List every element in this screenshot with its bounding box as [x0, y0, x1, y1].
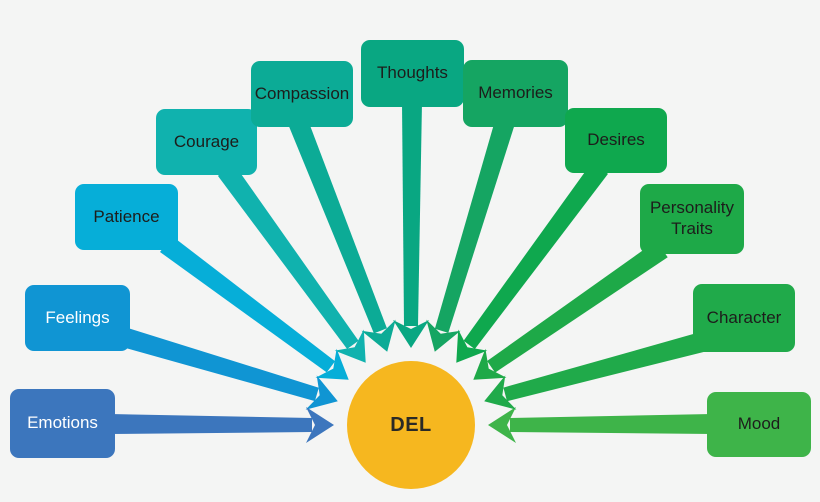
arrow-compassion-shaft — [288, 118, 387, 334]
arrow-compassion-head — [361, 319, 396, 352]
arrow-character-shaft — [503, 332, 705, 402]
node-compassion: Compassion — [251, 61, 353, 127]
node-personality-traits: Personality Traits — [640, 184, 744, 254]
arrow-thoughts-head — [393, 320, 429, 348]
center-circle: DEL — [347, 361, 475, 489]
arrow-emotions-head — [306, 407, 334, 443]
center-label: DEL — [390, 413, 432, 436]
arrow-thoughts-shaft — [402, 102, 422, 326]
arrow-feelings-head — [305, 375, 338, 410]
node-desires: Desires — [565, 108, 667, 173]
node-character: Character — [693, 284, 795, 352]
node-mood: Mood — [707, 392, 811, 457]
arrow-memories-head — [426, 319, 461, 352]
arrow-mood-shaft — [510, 414, 712, 434]
node-desires-label: Desires — [587, 130, 645, 150]
arrow-emotions-shaft — [110, 414, 312, 434]
node-patience: Patience — [75, 184, 178, 250]
arrow-mood-head — [488, 407, 516, 443]
node-courage-label: Courage — [173, 131, 240, 151]
arrow-patience-shaft — [160, 236, 336, 373]
node-character-label: Character — [706, 307, 782, 327]
node-thoughts-label: Thoughts — [377, 63, 448, 83]
arrow-desires-head — [456, 329, 488, 363]
node-feelings-label: Feelings — [45, 307, 110, 327]
node-courage: Courage — [156, 109, 257, 175]
arrow-desires-shaft — [463, 162, 608, 350]
node-emotions: Emotions — [10, 389, 115, 458]
node-compassion-label: Compassion — [254, 83, 350, 103]
node-thoughts: Thoughts — [361, 40, 464, 107]
node-patience-label: Patience — [93, 206, 160, 226]
node-personality-traits-label: Personality Traits — [649, 198, 735, 238]
node-mood-label: Mood — [737, 414, 781, 434]
arrow-courage-head — [334, 329, 366, 363]
arrow-personality_traits-shaft — [487, 240, 668, 373]
arrow-memories-shaft — [434, 119, 515, 333]
arrow-courage-shaft — [217, 164, 359, 349]
arrow-feelings-shaft — [117, 326, 319, 402]
arrow-character-head — [484, 375, 517, 410]
node-emotions-label: Emotions — [27, 413, 98, 433]
arrow-patience-head — [315, 348, 349, 380]
arrow-personality_traits-head — [473, 348, 507, 380]
node-memories: Memories — [463, 60, 568, 127]
node-memories-label: Memories — [478, 83, 553, 103]
node-feelings: Feelings — [25, 285, 130, 351]
